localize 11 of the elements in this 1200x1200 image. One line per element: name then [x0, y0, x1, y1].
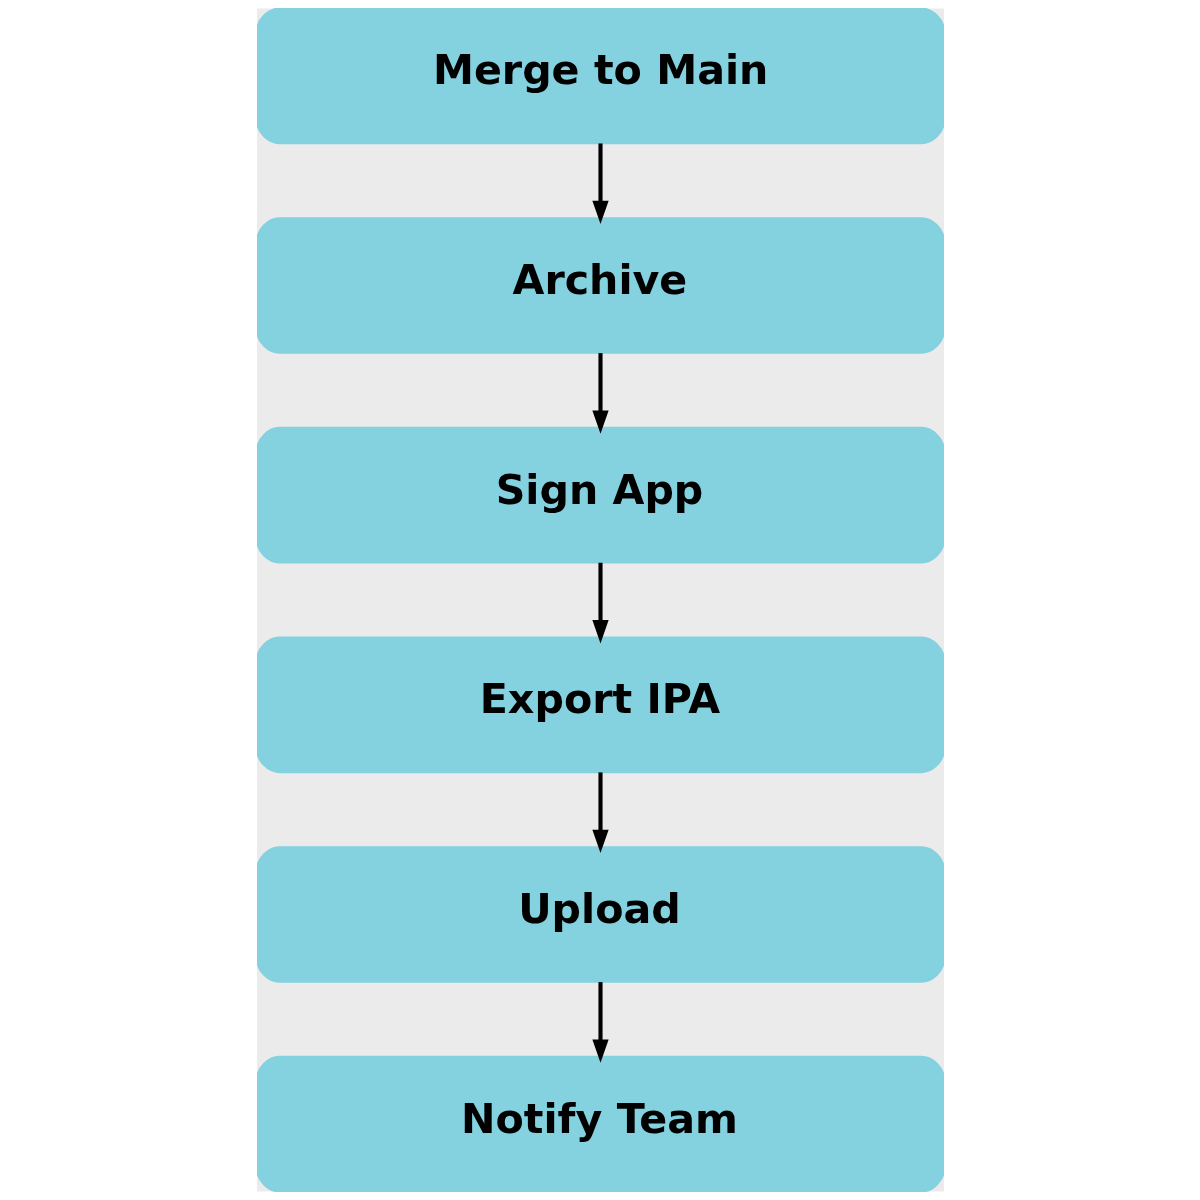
node-box: Merge to Main [256, 8, 944, 145]
node-box: Archive [256, 217, 944, 354]
arrow [591, 772, 609, 854]
node-box: Export IPA [256, 636, 944, 774]
arrow [591, 353, 609, 434]
arrow [591, 982, 609, 1063]
arrow [591, 143, 609, 225]
node-box: Notify Team [256, 1055, 944, 1192]
arrow [591, 562, 609, 644]
node-box: Upload [256, 846, 944, 983]
node-box: Sign App [256, 426, 944, 564]
